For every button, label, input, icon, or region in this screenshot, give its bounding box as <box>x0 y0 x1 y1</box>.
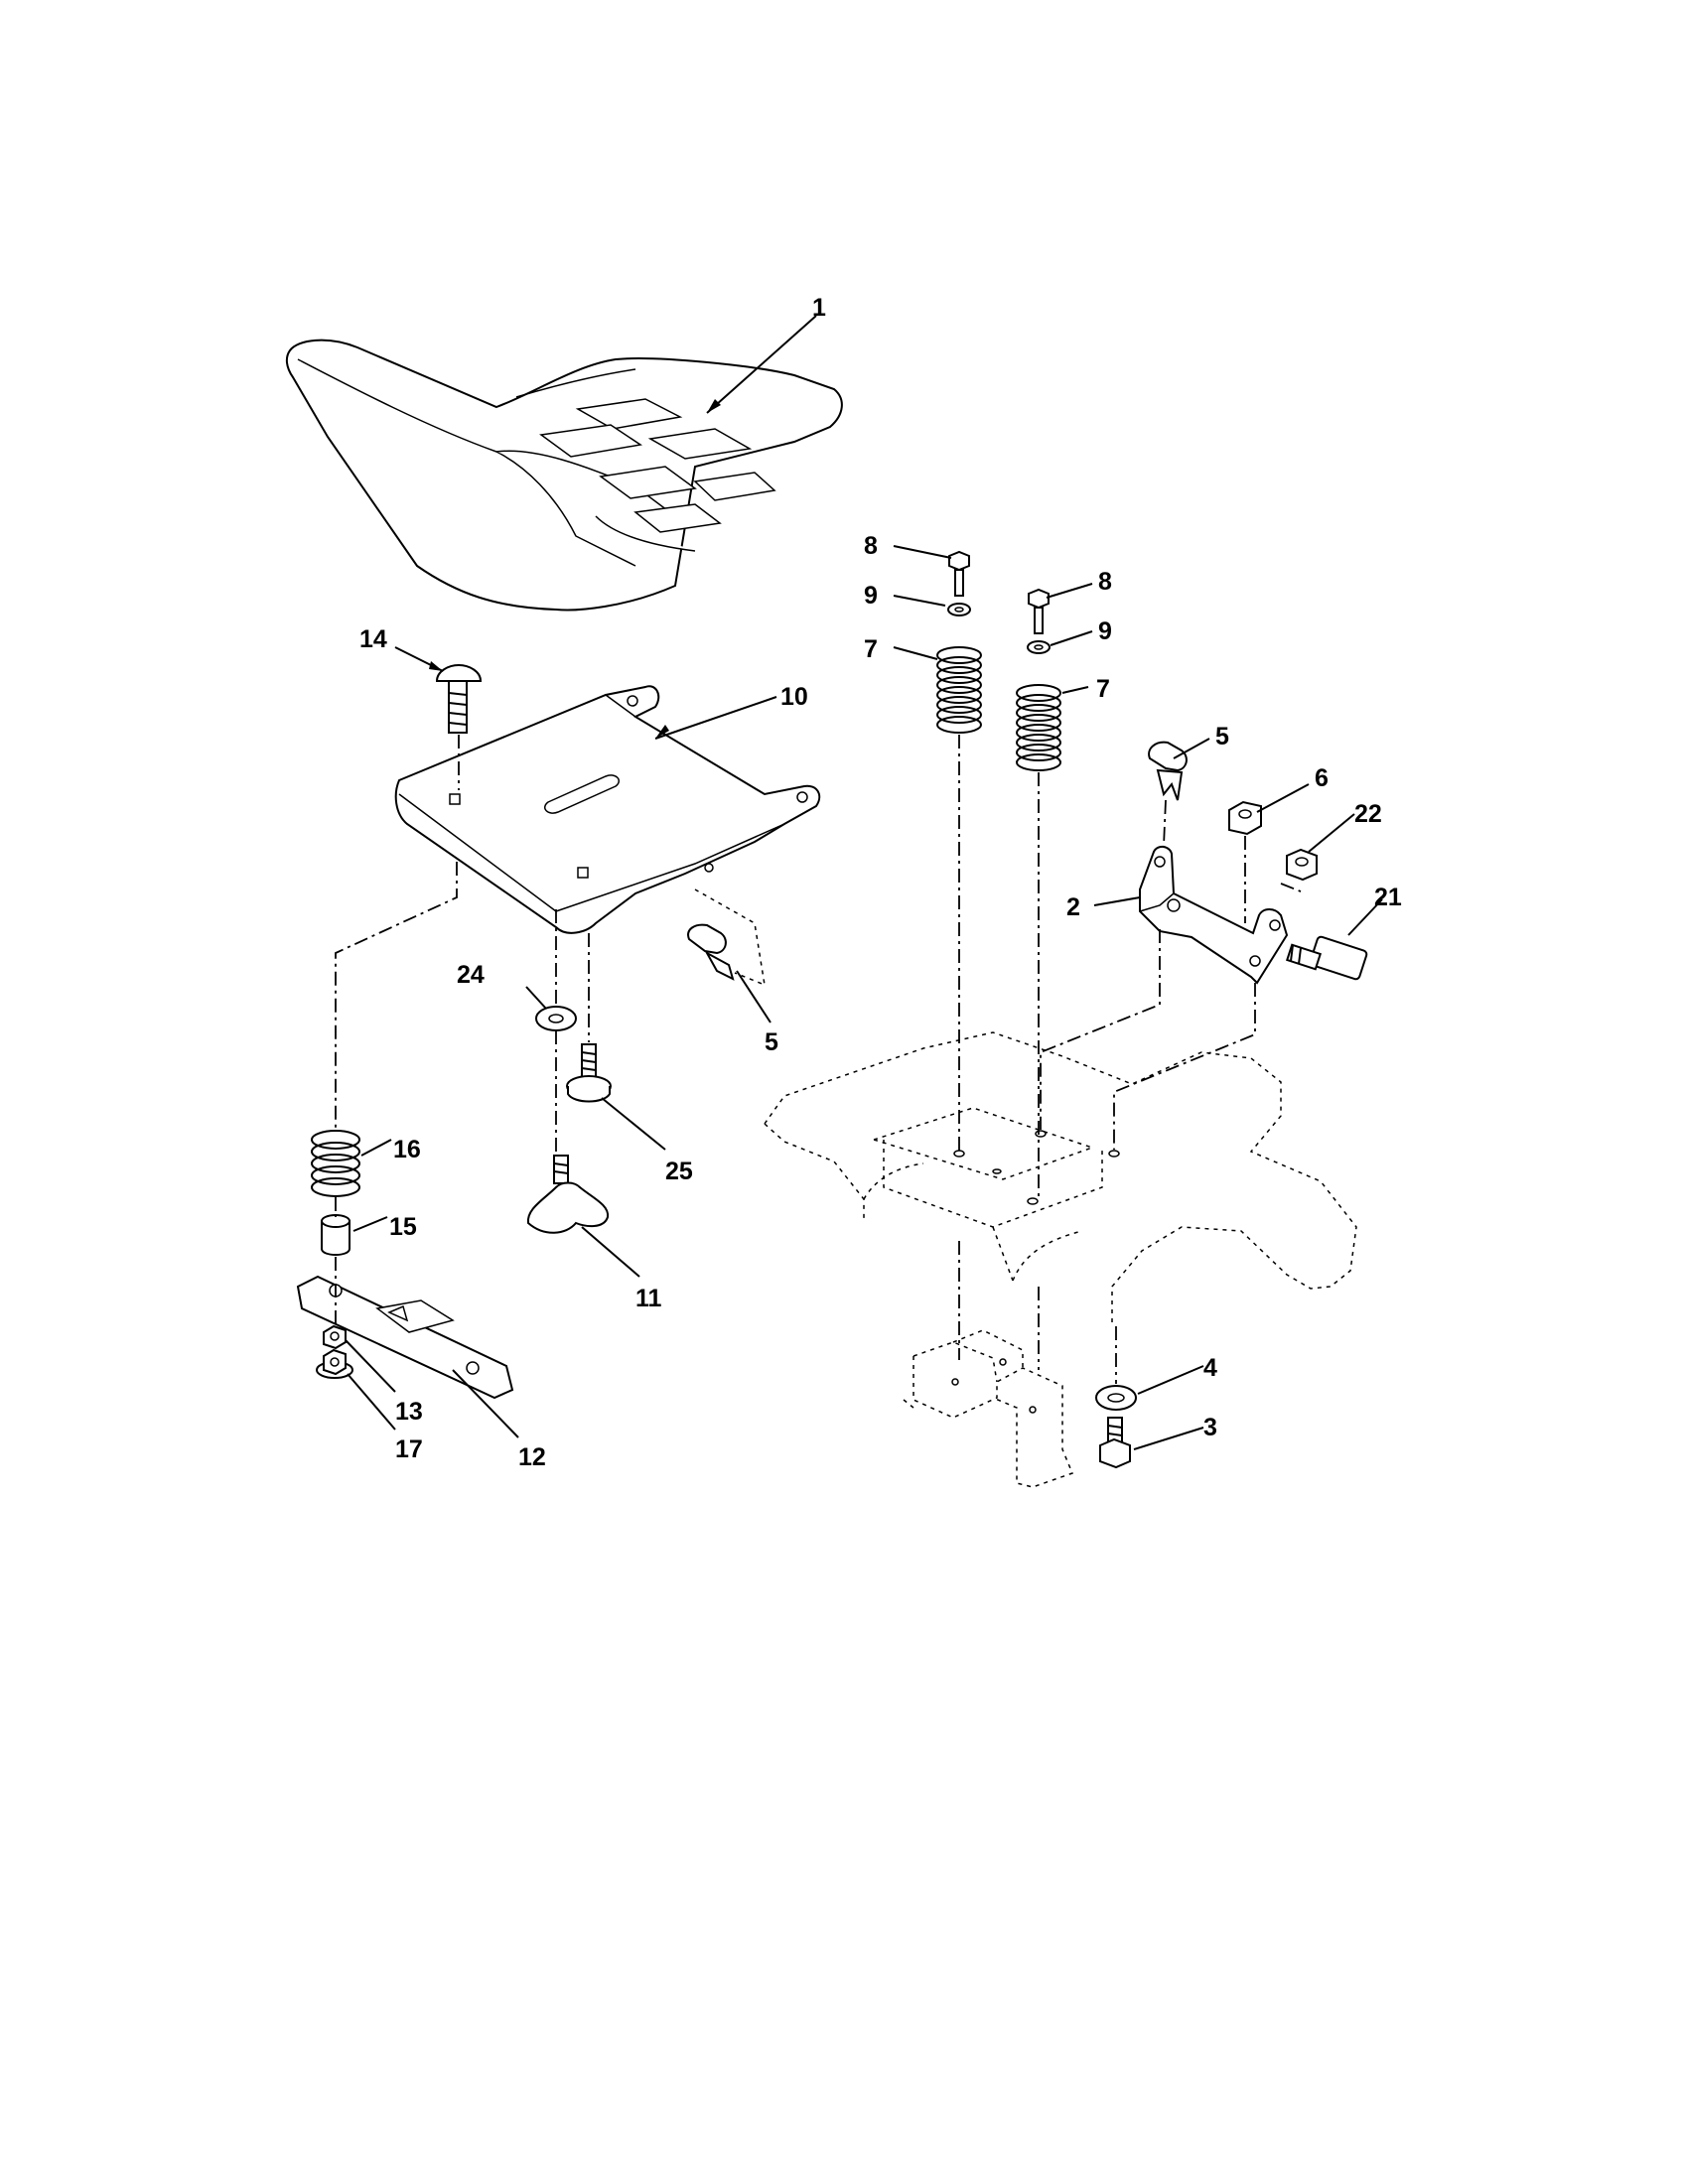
callout-13: 13 <box>395 1398 423 1426</box>
callout-5-right: 5 <box>1215 723 1229 751</box>
bolt-part-8-right <box>1028 588 1050 634</box>
flange-nut-part-17 <box>316 1348 353 1379</box>
nut-part-6 <box>1228 800 1262 836</box>
spring-part-7-left <box>936 646 982 734</box>
frame-outline-ghosted <box>764 1031 1357 1324</box>
leader-lines <box>345 315 1383 1450</box>
callout-1: 1 <box>812 294 826 322</box>
callout-24: 24 <box>457 961 485 989</box>
callout-5-left: 5 <box>765 1028 778 1056</box>
nut-part-22 <box>1286 848 1318 882</box>
spacer-part-15 <box>321 1214 351 1256</box>
callout-17: 17 <box>395 1435 423 1463</box>
callout-22: 22 <box>1354 800 1382 828</box>
callout-15: 15 <box>389 1213 417 1241</box>
bolt-part-8-left <box>948 550 970 597</box>
nut-part-13 <box>323 1324 347 1350</box>
spring-part-16 <box>311 1130 360 1197</box>
washer-part-24 <box>535 1006 577 1031</box>
callout-4: 4 <box>1203 1354 1217 1382</box>
washer-part-4 <box>1095 1385 1137 1411</box>
washer-part-9-right <box>1027 640 1051 654</box>
bracket-part-2 <box>1139 846 1289 985</box>
callout-6: 6 <box>1315 764 1329 792</box>
assembly-centerlines <box>335 735 1302 1384</box>
clip-part-5-right <box>1148 741 1188 801</box>
callout-labels: 1 10 14 24 5 25 11 16 15 13 17 12 8 9 7 … <box>359 294 1402 1471</box>
callout-8-left: 8 <box>864 532 878 560</box>
callout-9-left: 9 <box>864 582 878 610</box>
callout-25: 25 <box>665 1158 693 1185</box>
callout-8-right: 8 <box>1098 568 1112 596</box>
callout-10: 10 <box>780 683 808 711</box>
shoulder-bolt-part-25 <box>566 1043 612 1103</box>
bolt-part-3 <box>1099 1417 1131 1469</box>
callout-3: 3 <box>1203 1414 1217 1441</box>
callout-9-right: 9 <box>1098 617 1112 645</box>
lower-bracket-ghosted <box>903 1329 1073 1488</box>
knob-part-11 <box>526 1155 610 1234</box>
callout-12: 12 <box>518 1443 546 1471</box>
callout-21: 21 <box>1374 884 1402 911</box>
callout-7-left: 7 <box>864 635 878 663</box>
seat-pan-part-10 <box>394 685 821 934</box>
washer-part-9-left <box>947 603 971 616</box>
seat-part-1 <box>285 339 843 612</box>
clip-part-5-left <box>687 888 766 987</box>
callout-7-right: 7 <box>1096 675 1110 703</box>
bolt-part-21 <box>1286 935 1368 981</box>
carriage-bolt-part-14 <box>435 663 483 734</box>
callout-14: 14 <box>359 625 387 653</box>
callout-16: 16 <box>393 1136 421 1163</box>
spring-part-7-right <box>1016 684 1061 771</box>
callout-2: 2 <box>1066 893 1080 921</box>
callout-11: 11 <box>635 1285 662 1312</box>
